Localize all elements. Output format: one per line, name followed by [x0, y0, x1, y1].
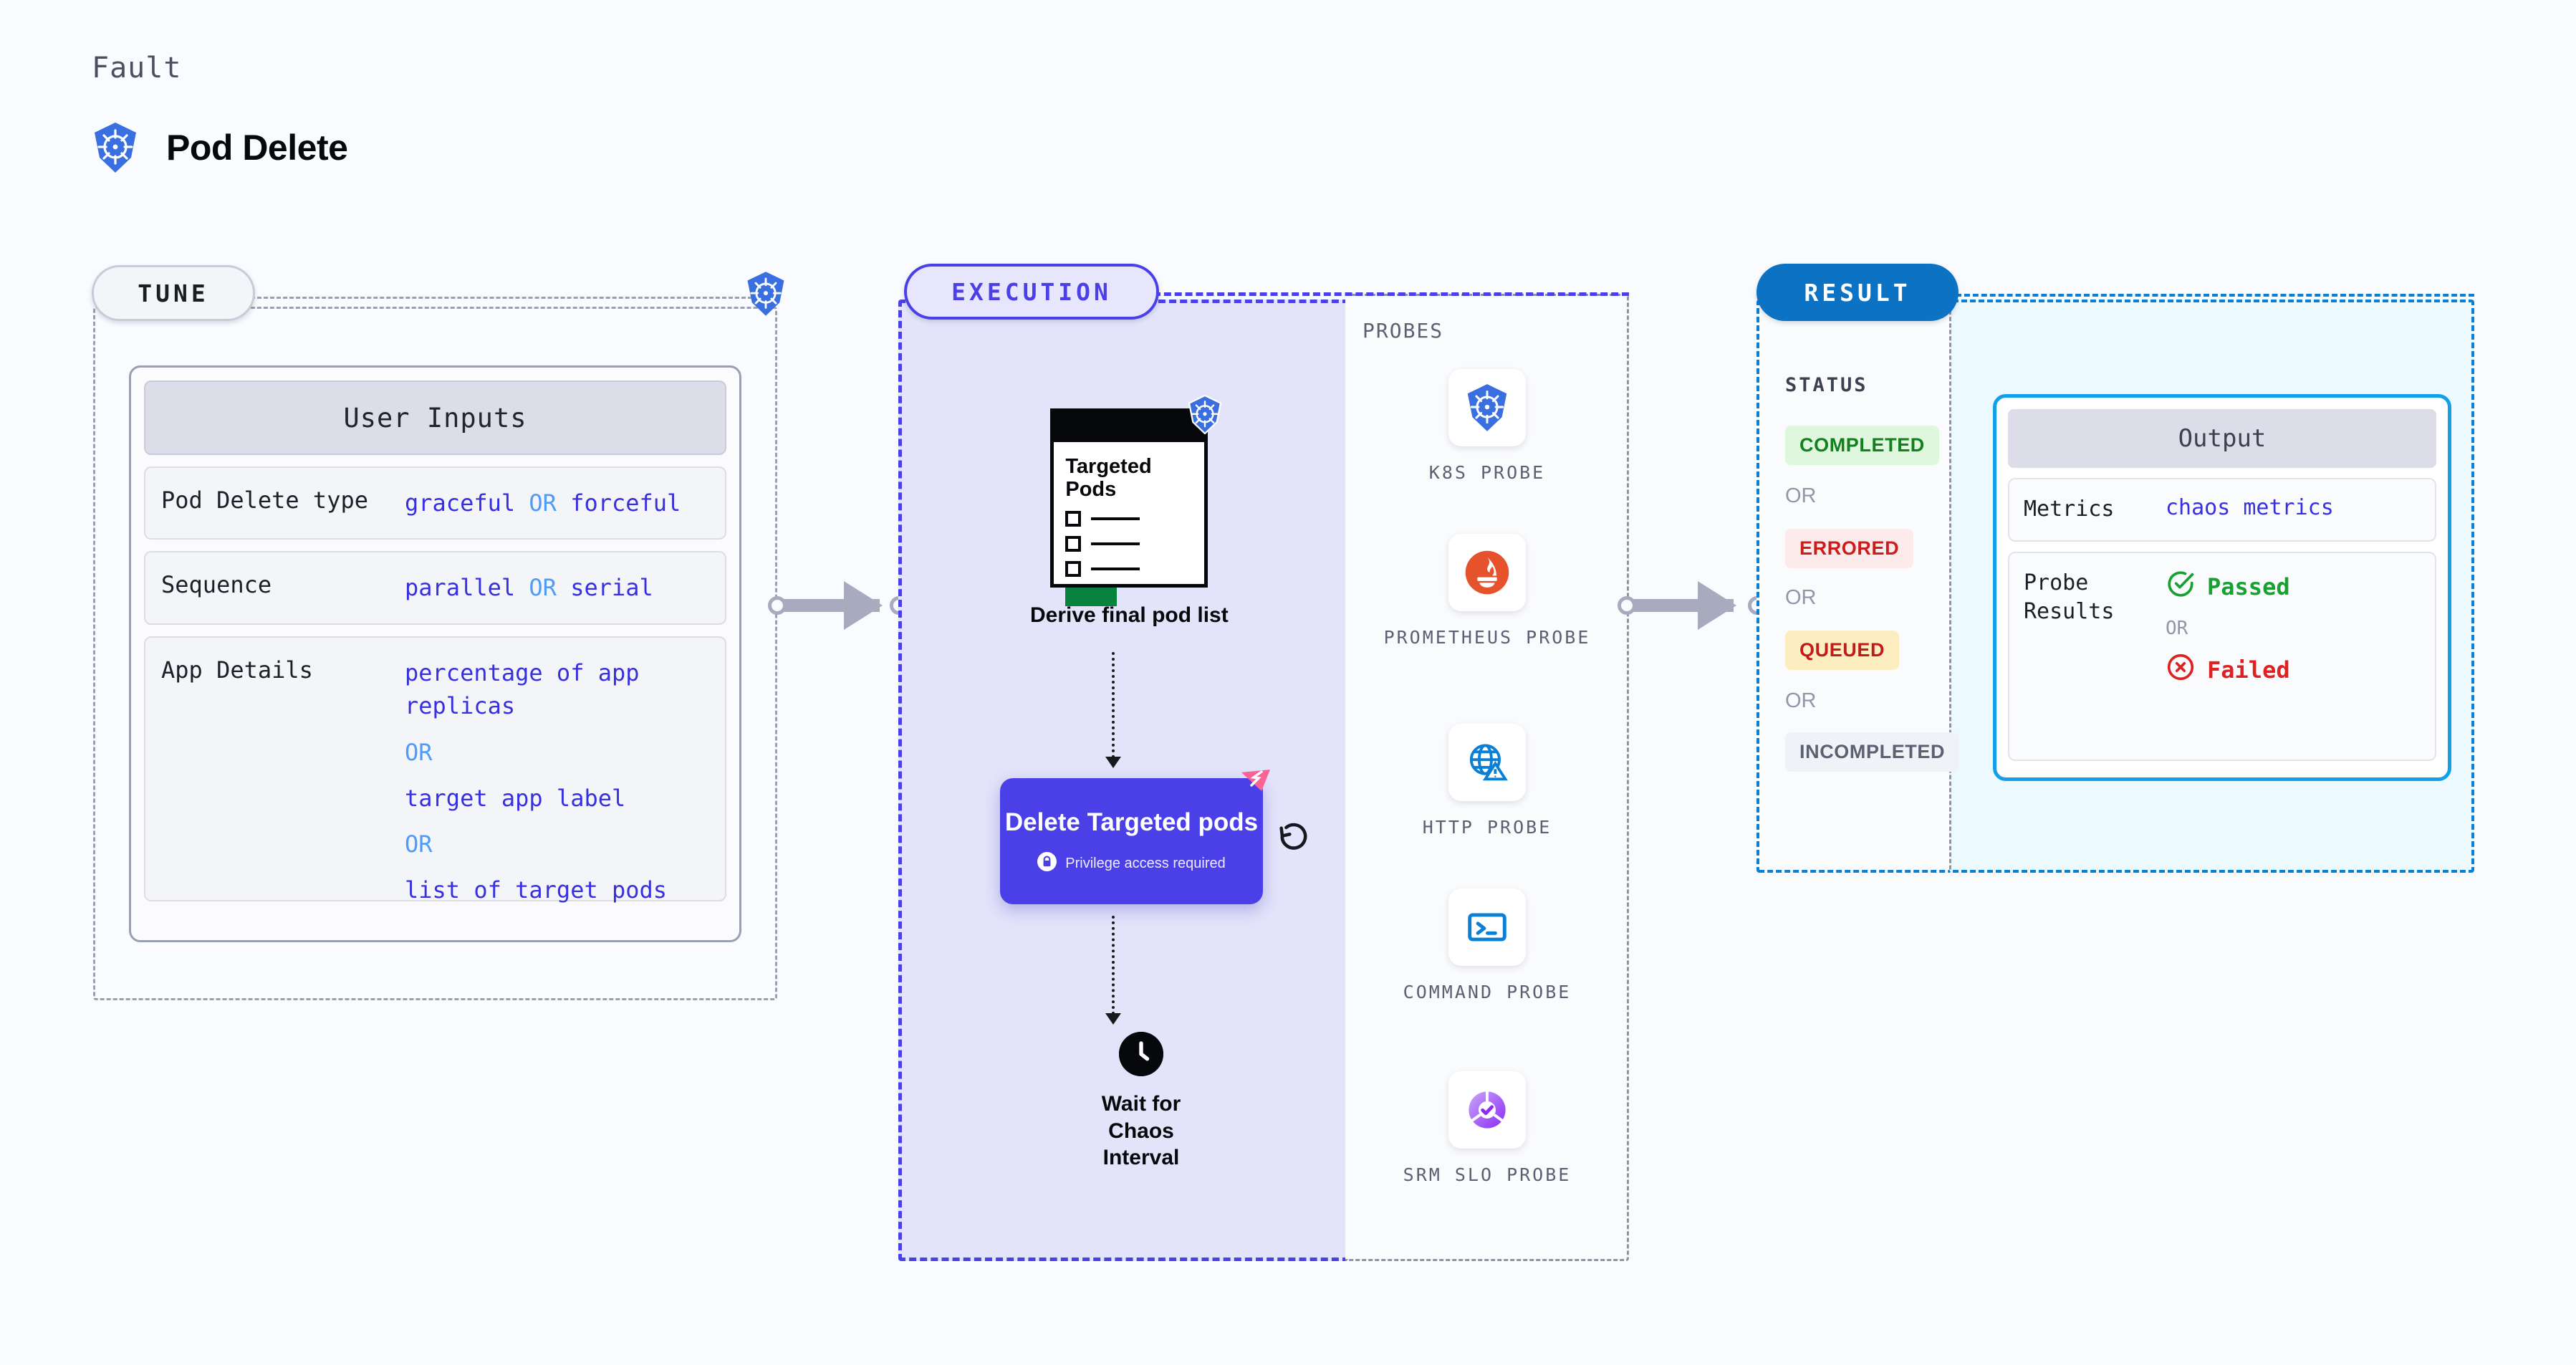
input-key: Pod Delete type — [161, 487, 368, 514]
globe-warning-icon — [1448, 724, 1526, 801]
probe-label: HTTP PROBE — [1422, 817, 1552, 838]
probe-command[interactable]: COMMAND PROBE — [1345, 889, 1629, 1006]
lock-icon — [1037, 852, 1057, 875]
privilege-text: Privilege access required — [1065, 855, 1226, 871]
input-row-sequence[interactable]: Sequence parallel OR serial — [144, 551, 726, 625]
connector-arrowhead — [844, 581, 883, 630]
connector-arrowhead — [1698, 581, 1736, 630]
prometheus-icon — [1448, 534, 1526, 611]
input-value: graceful OR forceful — [405, 489, 681, 517]
output-key: Probe Results — [2024, 570, 2115, 625]
fault-eyebrow: Fault — [92, 52, 182, 85]
probe-label: SRM SLO PROBE — [1403, 1164, 1572, 1185]
probes-section-label: PROBES — [1363, 319, 1444, 343]
probe-label: PROMETHEUS PROBE — [1383, 627, 1591, 648]
probe-failed: Failed — [2166, 652, 2290, 688]
flow-connector — [1112, 652, 1115, 758]
node-derive-final-pod-list[interactable]: Targeted Pods Deri — [1030, 394, 1229, 629]
targeted-pods-card: Targeted Pods — [1050, 394, 1222, 606]
flow-arrowhead — [1105, 757, 1121, 768]
output-row-probe-results[interactable]: Probe Results Passed OR — [2008, 551, 2436, 761]
x-circle-icon — [2166, 652, 2196, 688]
node-delete-targeted-pods[interactable]: Delete Targeted pods Privilege access re… — [1000, 770, 1270, 904]
execution-connector-line — [1153, 292, 1629, 296]
status-or: OR — [1785, 586, 1817, 609]
clock-icon — [1119, 1032, 1163, 1076]
probe-prometheus[interactable]: PROMETHEUS PROBE — [1345, 534, 1629, 651]
output-row-metrics[interactable]: Metrics chaos metrics — [2008, 478, 2436, 542]
node-label: Derive final pod list — [1030, 603, 1229, 627]
user-inputs-card: User Inputs Pod Delete type graceful OR … — [129, 365, 741, 942]
input-key: Sequence — [161, 571, 272, 599]
output-key: Metrics — [2024, 497, 2115, 522]
checklist-item — [1065, 560, 1193, 577]
targeted-pods-title: Targeted Pods — [1065, 455, 1152, 502]
input-key: App Details — [161, 656, 313, 684]
status-badge-completed: COMPLETED — [1785, 426, 1939, 465]
output-card: Output Metrics chaos metrics Probe Resul… — [1993, 394, 2451, 781]
check-circle-icon — [2166, 569, 2196, 605]
checklist-item — [1065, 510, 1193, 527]
privilege-notice: Privilege access required — [1037, 852, 1226, 875]
status-section-label: STATUS — [1785, 374, 1868, 396]
output-title: Output — [2008, 409, 2436, 468]
status-badge-incompleted: INCOMPLETED — [1785, 732, 1960, 772]
status-badge-queued: QUEUED — [1785, 631, 1900, 670]
checklist-item — [1065, 535, 1193, 552]
probe-http[interactable]: HTTP PROBE — [1345, 724, 1629, 841]
probe-label: K8S PROBE — [1428, 462, 1546, 483]
probe-label: COMMAND PROBE — [1403, 982, 1572, 1002]
kubernetes-icon — [1448, 369, 1526, 446]
status-bar — [1065, 587, 1118, 606]
user-inputs-title: User Inputs — [144, 380, 726, 455]
input-value: percentage of app replicas OR target app… — [405, 658, 668, 904]
node-wait-for-chaos-interval[interactable]: Wait for Chaos Interval — [1080, 1032, 1202, 1172]
probe-k8s[interactable]: K8S PROBE — [1345, 369, 1629, 487]
input-row-pod-delete-type[interactable]: Pod Delete type graceful OR forceful — [144, 466, 726, 540]
status-or: OR — [1785, 484, 1817, 507]
kubernetes-icon — [745, 271, 787, 320]
flow-arrowhead — [1105, 1013, 1121, 1025]
node-title: Delete Targeted pods — [1004, 808, 1259, 836]
probe-srm-slo[interactable]: SRM SLO PROBE — [1345, 1071, 1629, 1189]
tune-badge[interactable]: TUNE — [92, 265, 255, 321]
refresh-loop-icon — [1275, 817, 1312, 858]
card-titlebar — [1054, 412, 1205, 442]
kubernetes-icon — [92, 122, 139, 173]
status-or: OR — [1785, 689, 1817, 712]
output-value: Passed OR Failed — [2166, 569, 2290, 688]
page-title: Pod Delete — [166, 128, 348, 168]
execution-badge[interactable]: EXECUTION — [904, 264, 1159, 320]
input-row-app-details[interactable]: App Details percentage of app replicas O… — [144, 636, 726, 904]
output-value: chaos metrics — [2166, 495, 2334, 520]
flow-connector — [1112, 916, 1115, 1015]
fault-title-row: Pod Delete — [92, 122, 348, 173]
tune-connector-line — [251, 297, 752, 299]
srm-slo-icon — [1448, 1071, 1526, 1149]
status-badge-errored: ERRORED — [1785, 529, 1914, 568]
result-badge[interactable]: RESULT — [1756, 264, 1959, 321]
kubernetes-icon — [1187, 394, 1223, 438]
result-connector-line — [1956, 294, 2474, 297]
input-value: parallel OR serial — [405, 574, 653, 602]
node-label: Wait for Chaos Interval — [1101, 1092, 1181, 1169]
probe-passed: Passed — [2166, 569, 2290, 605]
tune-panel — [93, 307, 777, 1000]
litmus-chaos-icon — [1240, 768, 1272, 799]
terminal-icon — [1448, 889, 1526, 966]
result-status-panel — [1756, 300, 1951, 873]
probe-or: OR — [2166, 617, 2188, 639]
